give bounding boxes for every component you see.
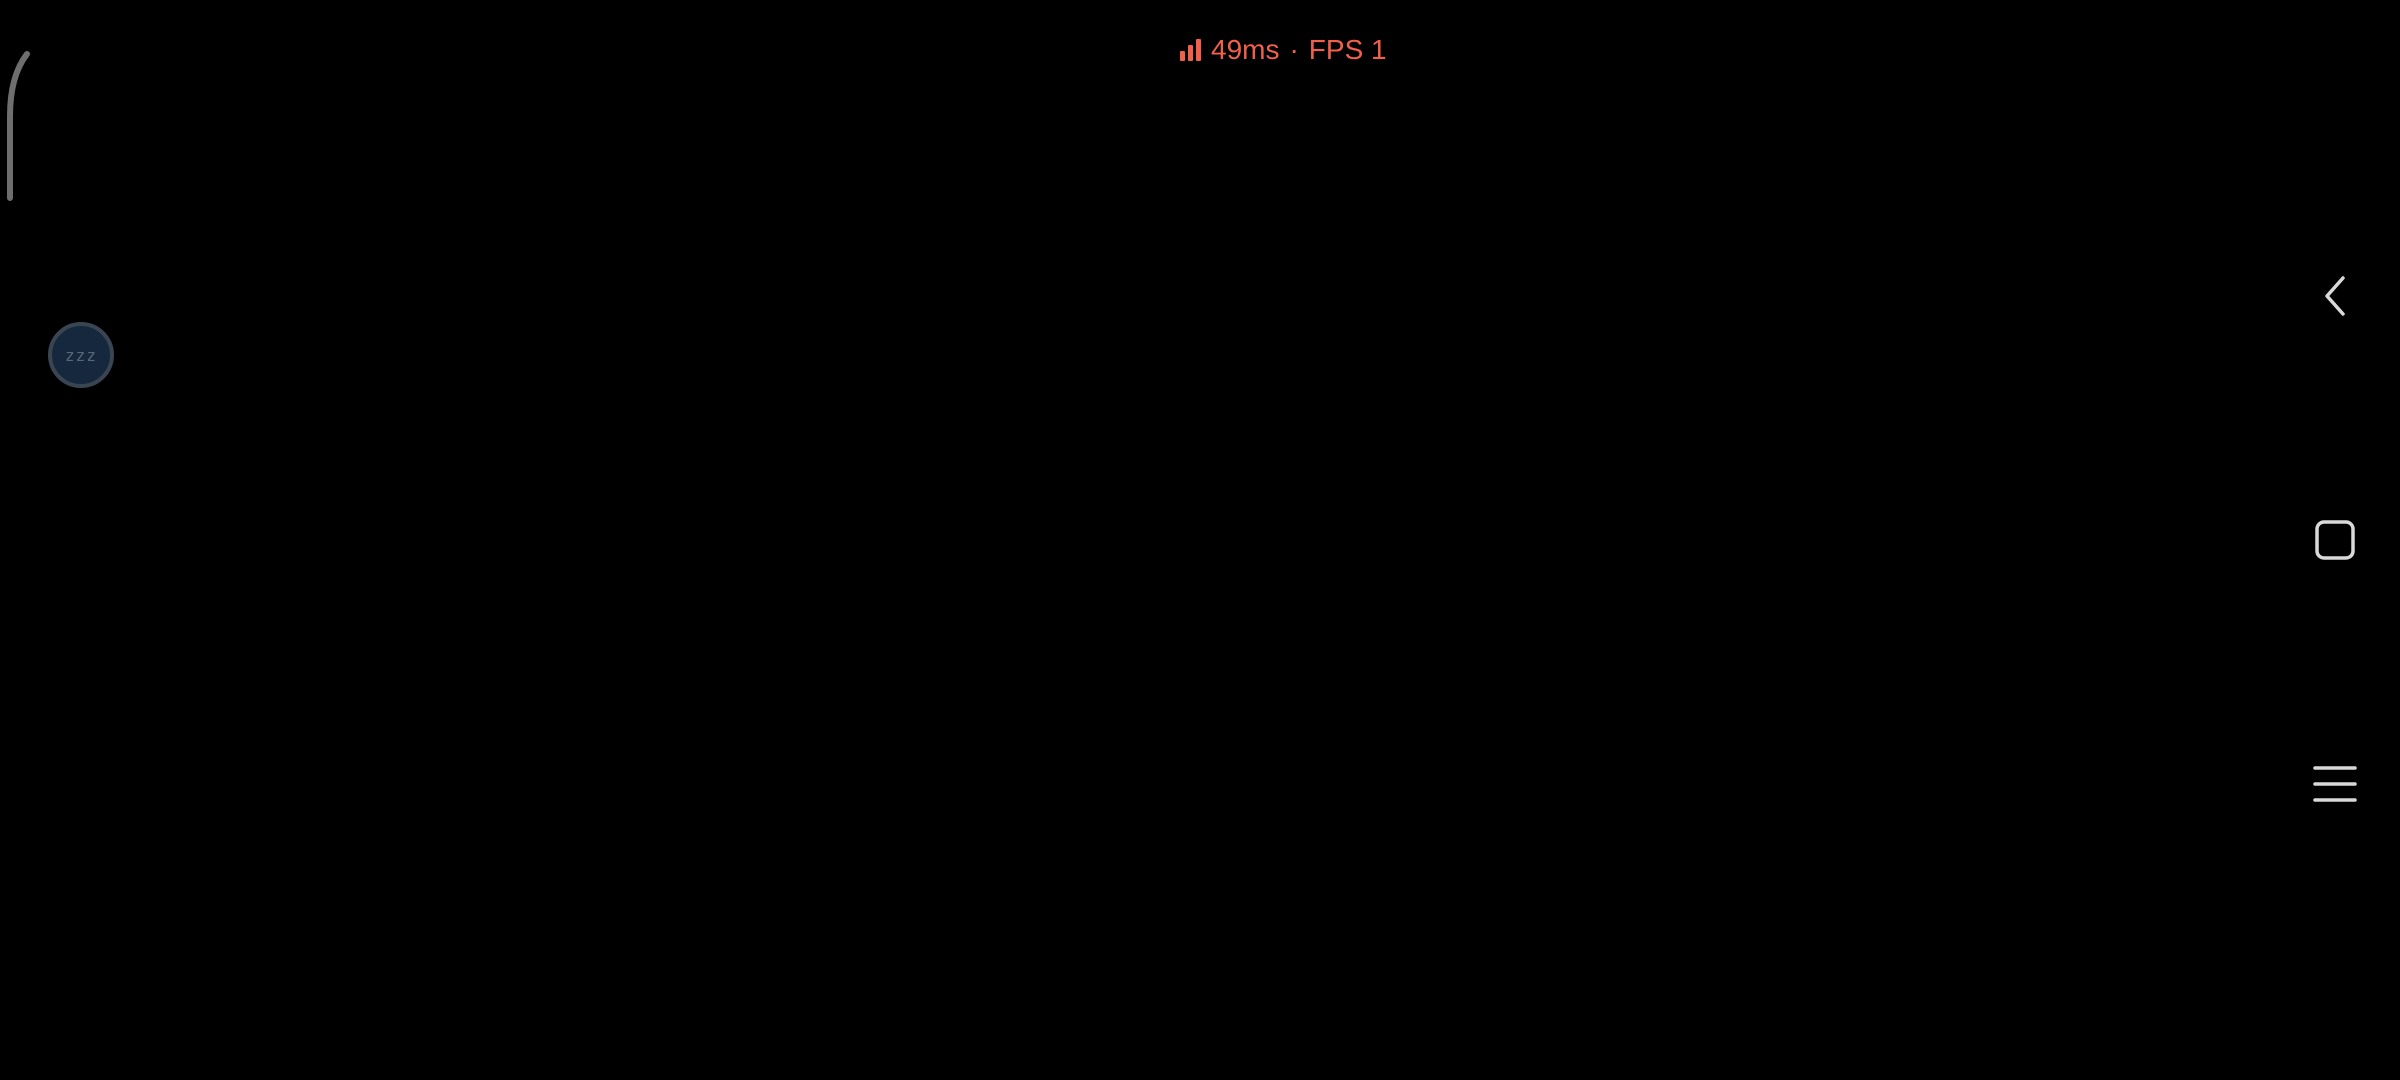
menu-lines-icon	[2313, 766, 2357, 802]
navigation-bar	[2270, 0, 2400, 1080]
network-status-overlay: 49ms · FPS 1	[1180, 30, 1387, 70]
fps-value: FPS 1	[1308, 34, 1387, 65]
back-button[interactable]	[2305, 266, 2365, 326]
latency-value: 49ms	[1211, 34, 1280, 65]
status-separator: ·	[1289, 34, 1299, 65]
signal-bars-icon	[1180, 39, 1201, 61]
back-chevron-icon	[2325, 276, 2345, 316]
menu-button[interactable]	[2305, 754, 2365, 814]
edge-swipe-handle-icon[interactable]	[0, 46, 40, 206]
home-square-icon	[2315, 520, 2355, 560]
sleep-icon: zzz	[65, 345, 97, 365]
sleep-bubble-button[interactable]: zzz	[48, 322, 114, 388]
home-button[interactable]	[2305, 510, 2365, 570]
